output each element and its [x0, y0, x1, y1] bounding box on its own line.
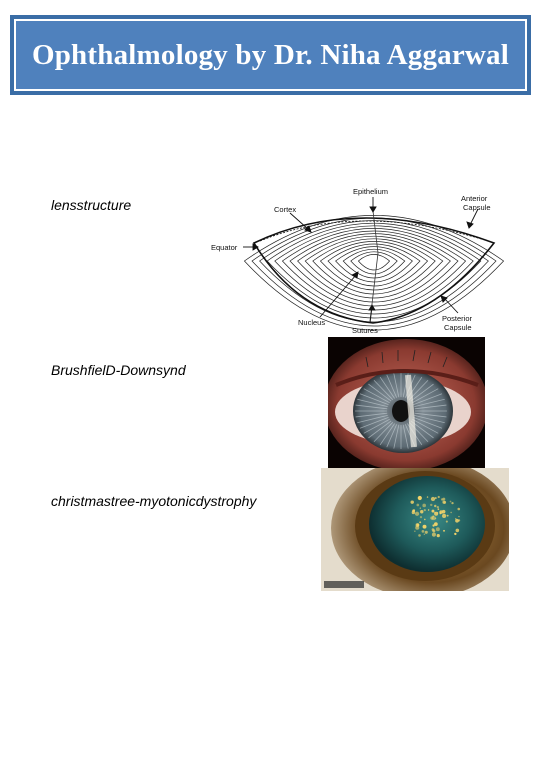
- label-anterior-capsule-2: Capsule: [463, 203, 491, 212]
- brushfield-eye-photo: [328, 337, 485, 468]
- page-title: Ophthalmology by Dr. Niha Aggarwal: [31, 38, 510, 71]
- label-cortex: Cortex: [274, 205, 296, 214]
- christmas-tree-cataract-photo: [321, 468, 509, 591]
- label-epithelium: Epithelium: [353, 187, 388, 196]
- header-banner: Ophthalmology by Dr. Niha Aggarwal: [10, 15, 531, 95]
- label-posterior-capsule-2: Capsule: [444, 323, 472, 332]
- caption-lens-structure: lensstructure: [51, 197, 132, 213]
- label-anterior-capsule-1: Anterior: [461, 194, 488, 203]
- header-banner-inner: Ophthalmology by Dr. Niha Aggarwal: [14, 19, 527, 91]
- caption-christmas-tree: christmastree-myotonicdystrophy: [51, 493, 257, 509]
- lens-structure-diagram: Epithelium Anterior Capsule Cortex Equat…: [208, 183, 508, 335]
- caption-brushfield: BrushfielD-Downsynd: [51, 362, 186, 378]
- label-nucleus: Nucleus: [298, 318, 325, 327]
- label-posterior-capsule-1: Posterior: [442, 314, 473, 323]
- label-sutures: Sutures: [352, 326, 378, 335]
- label-equator: Equator: [211, 243, 238, 252]
